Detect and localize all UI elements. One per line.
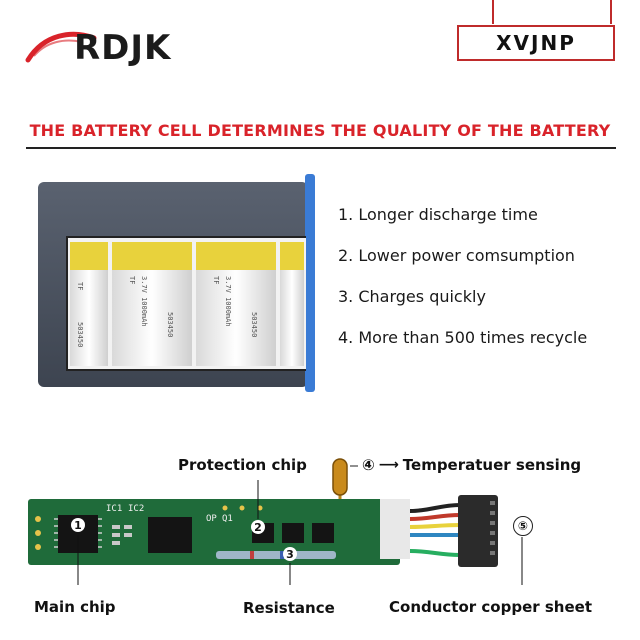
number-5-marker: ⑤ xyxy=(513,516,533,536)
cell-label: 3.7V 1000mAh xyxy=(140,276,148,327)
resistance-label: Resistance xyxy=(243,599,335,617)
headline: THE BATTERY CELL DETERMINES THE QUALITY … xyxy=(29,121,611,140)
protection-chip-label: Protection chip xyxy=(178,456,307,474)
pcb-image: IC1 IC2 OP Q1 1 2 3 xyxy=(28,458,523,585)
marker-2: 2 xyxy=(254,521,262,534)
feature-item: 2. Lower power comsumption xyxy=(338,246,575,265)
marker-3: 3 xyxy=(286,548,294,561)
temperature-sensing-callout: ④ ⟶ Temperatuer sensing xyxy=(362,456,581,474)
number-4-marker: ④ xyxy=(362,456,375,474)
cell-label: 503450 xyxy=(250,312,258,337)
temperature-sensing-label: Temperatuer sensing xyxy=(402,456,582,474)
silkscreen-text: IC1 xyxy=(106,504,122,514)
model-badge: XVJNP xyxy=(457,25,615,61)
model-tag-lines xyxy=(492,0,612,24)
silkscreen-text: Q1 xyxy=(222,514,233,524)
logo-text: RDJK xyxy=(74,28,172,68)
divider xyxy=(26,147,616,149)
feature-item: 4. More than 500 times recycle xyxy=(338,328,588,347)
cell-label: 503450 xyxy=(166,312,174,337)
brand-logo xyxy=(25,31,97,63)
cell-label: TF xyxy=(212,276,220,284)
main-chip-label: Main chip xyxy=(34,598,116,616)
conductor-copper-sheet-label: Conductor copper sheet xyxy=(389,598,592,616)
cell-label: 503450 xyxy=(76,322,84,347)
feature-list: 1. Longer discharge time 2. Lower power … xyxy=(338,205,628,369)
silkscreen-text: IC2 xyxy=(128,504,144,514)
cell-label: TF xyxy=(128,276,136,284)
arrow-right-icon: ⟶ xyxy=(378,457,399,473)
cell-label: TF xyxy=(76,282,84,290)
cell-label: 3.7V 1000mAh xyxy=(224,276,232,327)
feature-item: 1. Longer discharge time xyxy=(338,205,538,224)
silkscreen-text: OP xyxy=(206,514,217,524)
battery-pack-image: TF 503450 TF 3.7V 1000mAh 503450 TF 3.7V… xyxy=(38,174,315,392)
feature-item: 3. Charges quickly xyxy=(338,287,486,306)
marker-1: 1 xyxy=(74,519,82,532)
